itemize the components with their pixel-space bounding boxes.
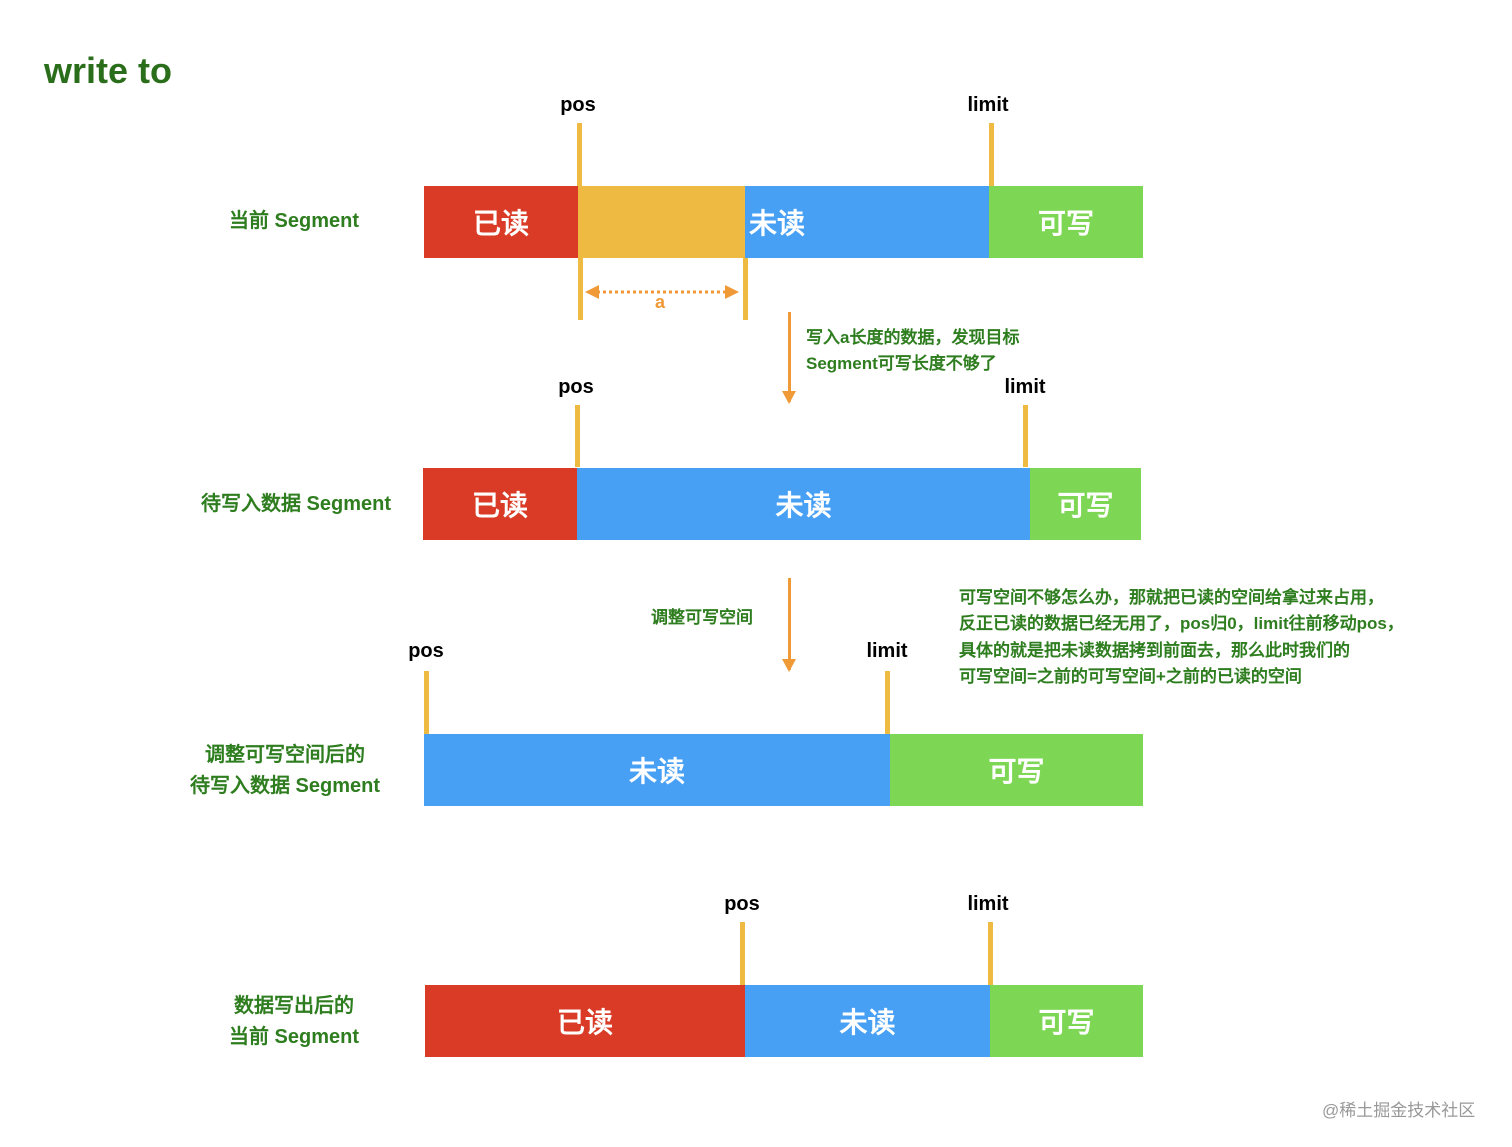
pos-marker [577, 123, 582, 186]
limit-label: limit [967, 94, 1009, 116]
pos-marker [575, 405, 580, 467]
row-label-line: 待写入数据 Segment [189, 775, 381, 797]
limit-marker [1023, 405, 1028, 467]
explain-note-line: 具体的就是把未读数据拷到前面去，那么此时我们的 [959, 641, 1350, 660]
pos-label: pos [560, 94, 596, 116]
row-label: 数据写出后的当前 Segment [229, 991, 359, 1053]
step1-note-line: 写入a长度的数据，发现目标 [806, 328, 1020, 347]
row-label-line: 调整可写空间后的 [205, 744, 365, 766]
length-a-arrow [585, 285, 739, 299]
step2-note: 调整可写空间 [651, 608, 753, 627]
diagram-title: write to [44, 50, 173, 91]
a-start-marker [578, 258, 583, 320]
writable-block: 可写 [990, 985, 1143, 1057]
pos-label: pos [724, 893, 760, 915]
writable-block: 可写 [890, 734, 1143, 806]
limit-label: limit [866, 640, 908, 662]
read-block: 已读 [424, 186, 578, 258]
pos-label: pos [408, 640, 444, 662]
row-label-line: 数据写出后的 [234, 995, 354, 1017]
row-label: 待写入数据 Segment [200, 493, 392, 515]
down-arrow [782, 578, 796, 672]
step1-note-line: Segment可写长度不够了 [806, 354, 997, 373]
write-a-block [578, 186, 745, 258]
pos-label: pos [558, 376, 594, 398]
limit-label: limit [967, 893, 1009, 915]
down-arrow [782, 312, 796, 404]
explain-note-line: 反正已读的数据已经无用了，pos归0，limit往前移动pos， [959, 614, 1404, 633]
length-a-label: a [655, 292, 666, 312]
limit-label: limit [1004, 376, 1046, 398]
unread-block: 未读 [424, 734, 890, 806]
read-block: 已读 [425, 985, 745, 1057]
unread-block: 未读 [745, 186, 989, 258]
a-end-marker [743, 258, 748, 320]
row-label: 当前 Segment [228, 210, 360, 232]
unread-block: 未读 [745, 985, 990, 1057]
pos-marker [424, 671, 429, 734]
limit-marker [988, 922, 993, 985]
limit-marker [989, 123, 994, 186]
read-block: 已读 [423, 468, 577, 540]
unread-block: 未读 [577, 468, 1030, 540]
limit-marker [885, 671, 890, 734]
explain-note-line: 可写空间不够怎么办，那就把已读的空间给拿过来占用， [959, 588, 1384, 607]
writable-block: 可写 [1030, 468, 1141, 540]
pos-marker [740, 922, 745, 985]
row-label-line: 当前 Segment [228, 1026, 360, 1048]
row-label: 调整可写空间后的待写入数据 Segment [190, 740, 380, 802]
watermark: @稀土掘金技术社区 [1322, 1101, 1476, 1120]
explain-note-line: 可写空间=之前的可写空间+之前的已读的空间 [959, 667, 1302, 686]
writable-block: 可写 [989, 186, 1143, 258]
